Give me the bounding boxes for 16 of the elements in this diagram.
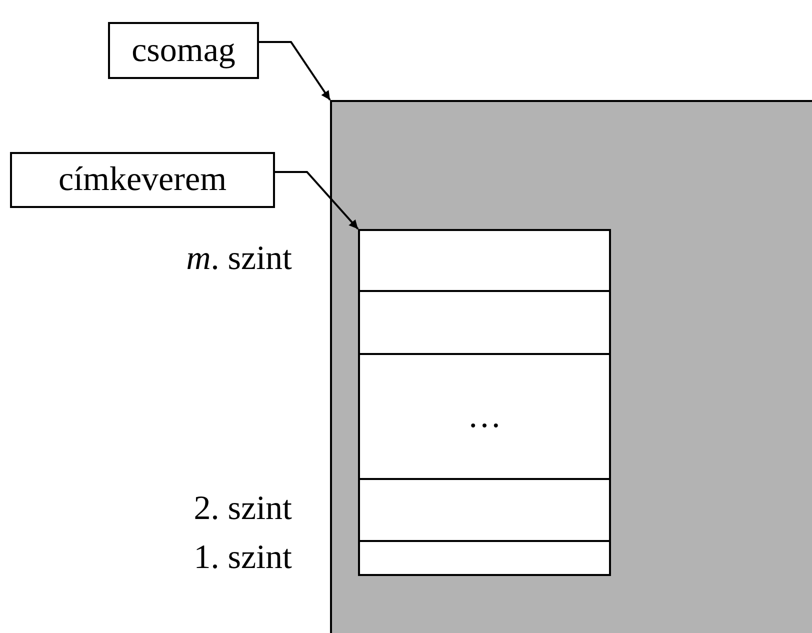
label-text: címkeverem (58, 161, 227, 199)
stack-level (358, 290, 611, 353)
label-box (10, 152, 275, 208)
stack-level (358, 229, 611, 290)
leader-arrow (259, 41, 331, 101)
level-label: m. szint (186, 240, 292, 278)
label-text: csomag (132, 32, 236, 70)
ellipsis-text: … (468, 398, 502, 436)
level-label: 2. szint (194, 490, 292, 528)
package-area (330, 100, 812, 633)
label-box (108, 22, 259, 79)
level-label: 1. szint (194, 539, 292, 577)
stack-level (358, 478, 611, 540)
stack-level (358, 540, 611, 576)
leader-arrow (275, 171, 359, 230)
stack-level (358, 353, 611, 478)
